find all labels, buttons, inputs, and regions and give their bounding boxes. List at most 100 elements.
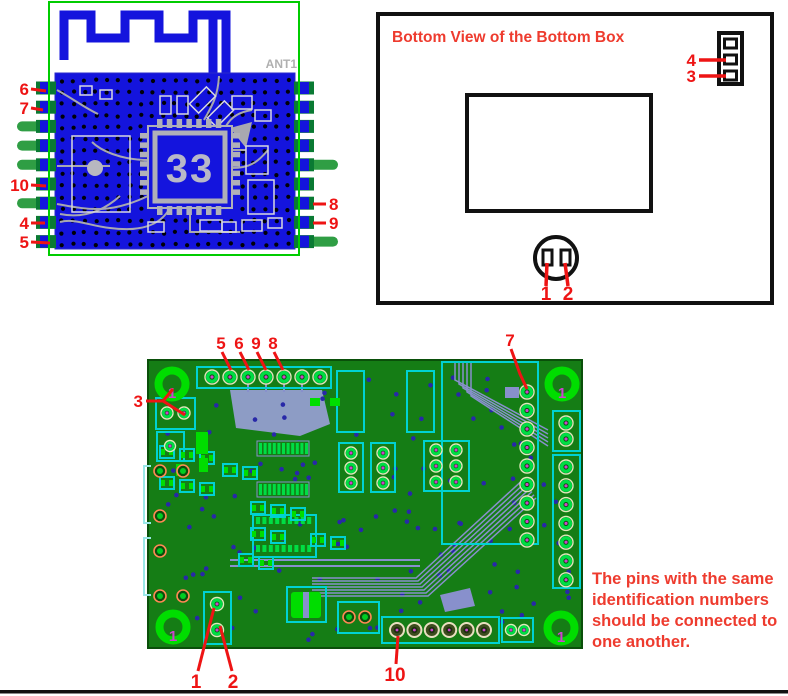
- note-line-3: should be connected to: [592, 612, 777, 630]
- via-dot: [263, 183, 268, 188]
- via-dot: [104, 101, 109, 106]
- chip-pin: [231, 180, 240, 186]
- through-hole-pad: [215, 628, 219, 632]
- smd-component: [258, 556, 274, 570]
- via-dot: [71, 230, 76, 235]
- via-dot: [127, 230, 132, 235]
- mounting-holes: 1 1 1 1: [154, 366, 580, 646]
- smd-component: [245, 145, 269, 175]
- via-dot: [184, 90, 189, 95]
- via-dot: [450, 375, 456, 381]
- through-hole-pad: [413, 628, 416, 632]
- ic-pin: [256, 545, 260, 552]
- smd-pad: [199, 458, 208, 472]
- smd-pad: [181, 483, 185, 489]
- box-pin-label-1: 1: [541, 284, 552, 305]
- via-dot: [310, 631, 315, 637]
- via-dot: [59, 159, 64, 164]
- through-hole-pad: [564, 465, 568, 469]
- through-hole-pad: [509, 628, 513, 632]
- via-dot: [172, 113, 177, 118]
- through-hole-pad: [525, 482, 529, 487]
- via-dot: [60, 149, 65, 154]
- via-dot: [241, 90, 246, 95]
- via-dot: [60, 114, 65, 119]
- smd-pad: [169, 480, 173, 486]
- via-dot: [171, 101, 177, 106]
- via-dot: [274, 124, 279, 129]
- smd-pad: [272, 508, 276, 514]
- module-pin-pad: [300, 216, 309, 229]
- via-dot: [312, 460, 318, 466]
- through-hole-pad: [520, 459, 534, 473]
- via-dot: [94, 113, 99, 118]
- pcb-silkscreen-boxes: [155, 361, 581, 645]
- via-dot: [70, 79, 75, 84]
- via-dot: [218, 90, 224, 95]
- smd-component: [250, 501, 266, 515]
- ic-pin: [291, 443, 295, 454]
- via-dot: [194, 615, 200, 621]
- silkscreen-box: [552, 454, 581, 589]
- through-hole-pad: [450, 460, 462, 472]
- via-dot: [262, 90, 268, 95]
- via-dot: [240, 195, 245, 200]
- via-dot: [139, 206, 144, 211]
- via-dot: [262, 101, 268, 106]
- ic-pin: [259, 484, 262, 495]
- smd-pad: [252, 531, 256, 537]
- via-dot: [83, 89, 88, 95]
- via-dot: [59, 243, 64, 248]
- ic-pin: [288, 545, 292, 552]
- module-traces: [56, 75, 269, 233]
- through-hole-pad: [559, 498, 573, 511]
- via-dot: [138, 229, 143, 235]
- via-dot: [94, 77, 99, 82]
- through-hole-pad: [434, 464, 438, 468]
- through-hole-pad: [210, 375, 214, 379]
- via-dot: [94, 136, 99, 142]
- smd-pad: [312, 537, 316, 543]
- pcb-small-components: [159, 398, 346, 618]
- module-pin-pad: [300, 82, 309, 94]
- through-hole-pad: [430, 628, 434, 632]
- module-pin-pad: [300, 101, 309, 114]
- smd-pad: [181, 452, 185, 458]
- module-pin-pad: [300, 197, 309, 210]
- module-pin-label-10: 10: [10, 176, 29, 195]
- via-dot: [160, 89, 166, 94]
- ic-pin: [294, 545, 299, 552]
- via-dot: [274, 184, 279, 189]
- via-dot: [115, 89, 120, 94]
- silkscreen-box: [337, 601, 380, 634]
- smd-component: [79, 85, 93, 96]
- smd-component: [159, 95, 172, 115]
- via-dot: [566, 595, 571, 600]
- via-dot: [199, 506, 205, 512]
- through-hole-pad: [346, 614, 352, 620]
- via-dot: [173, 241, 178, 247]
- via-dot: [481, 480, 487, 486]
- smd-component: [270, 530, 286, 544]
- via-dot: [322, 390, 327, 396]
- through-hole-pad: [520, 441, 534, 454]
- module-pin-pad: [40, 197, 49, 210]
- smd-pad: [161, 480, 165, 486]
- via-dot: [274, 148, 279, 153]
- via-dot: [276, 568, 282, 573]
- ic-pin: [281, 517, 286, 524]
- via-dot: [139, 102, 144, 107]
- via-dot: [150, 90, 155, 95]
- silkscreen-box: [552, 410, 581, 452]
- smd-pad: [260, 505, 264, 511]
- module-pin-extended: [309, 159, 338, 170]
- smd-component: [206, 99, 235, 129]
- through-hole-pad: [559, 573, 573, 586]
- through-hole-pad: [525, 464, 529, 468]
- via-dot: [93, 243, 98, 248]
- chip-pin: [215, 119, 222, 128]
- via-dot: [200, 571, 205, 577]
- via-dot: [104, 137, 109, 142]
- via-dot: [82, 172, 88, 177]
- through-hole-pad: [525, 445, 529, 450]
